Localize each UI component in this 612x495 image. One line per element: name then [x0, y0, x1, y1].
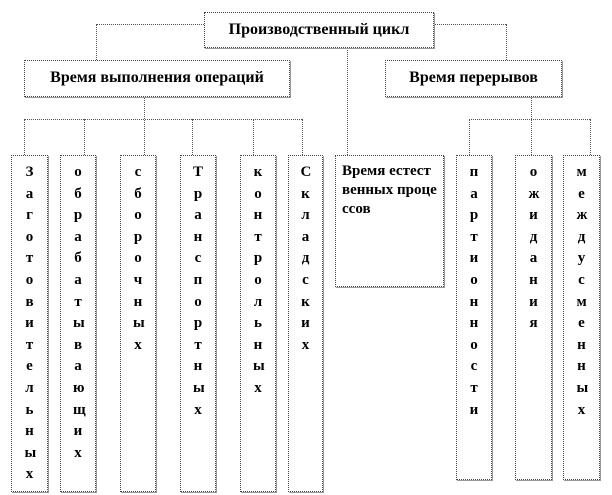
connector — [506, 24, 507, 60]
break-label: ожидания — [528, 164, 540, 332]
connector — [302, 119, 303, 155]
root-label: Производственный цикл — [228, 21, 410, 38]
root-node: Производственный цикл — [204, 12, 434, 48]
connector — [253, 119, 254, 155]
breaks-node: Время перерывов — [385, 60, 562, 97]
connector — [24, 119, 25, 155]
connector — [144, 97, 145, 155]
connector — [84, 119, 85, 155]
operations-label: Время выполнения операций — [50, 69, 264, 86]
connector — [347, 48, 348, 155]
break-label: партионности — [469, 164, 479, 418]
breaks-label: Время перерывов — [409, 69, 538, 86]
connector — [434, 24, 506, 25]
operation-node: обрабатывающих — [60, 155, 96, 492]
break-node: ожидания — [515, 155, 552, 480]
connector — [531, 97, 532, 155]
connector — [469, 119, 590, 120]
connector — [469, 119, 470, 155]
operation-label: Транспортных — [193, 164, 205, 418]
operation-label: Заготовительных — [24, 164, 37, 483]
operation-node: сборочных — [120, 155, 156, 492]
operation-node: Заготовительных — [11, 155, 48, 492]
connector — [24, 119, 302, 120]
operation-label: сборочных — [133, 164, 145, 353]
operation-node: Транспортных — [180, 155, 216, 492]
break-node: партионности — [456, 155, 492, 480]
operation-label: Складских — [300, 164, 312, 353]
natural-processes-node: Время естественных процессов — [335, 155, 444, 287]
break-label: междусменных — [576, 164, 589, 418]
break-node: междусменных — [563, 155, 600, 480]
connector — [96, 24, 97, 60]
operation-label: контрольных — [253, 164, 265, 396]
connector — [96, 24, 204, 25]
connector — [590, 119, 591, 155]
operation-label: обрабатывающих — [73, 164, 86, 461]
natural-processes-label: Время естественных процессов — [342, 163, 437, 217]
operation-node: контрольных — [240, 155, 276, 492]
connector — [192, 119, 193, 155]
operations-node: Время выполнения операций — [24, 60, 290, 97]
operation-node: Складских — [288, 155, 323, 492]
